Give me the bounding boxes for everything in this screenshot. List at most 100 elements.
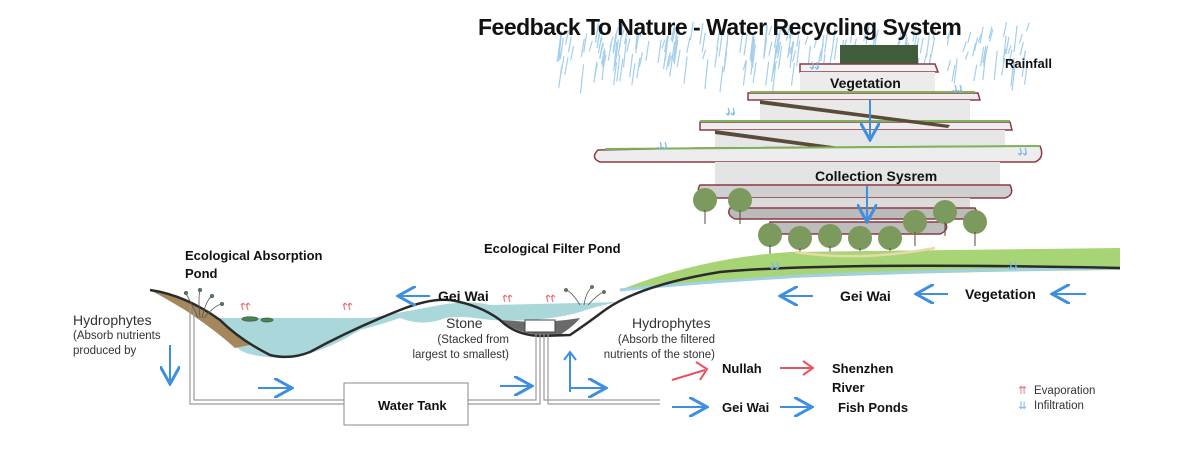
rain-streak: [772, 60, 777, 72]
rain-streak: [718, 32, 723, 57]
infiltration-mark: [809, 61, 815, 70]
rain-streak: [626, 38, 631, 52]
infiltration-mark: [952, 84, 958, 93]
rain-streak: [982, 45, 987, 64]
rain-streak: [789, 41, 795, 63]
rain-streak: [973, 64, 978, 82]
ground-profile: [149, 264, 1121, 359]
rain-streak: [796, 40, 801, 67]
rain-streak: [580, 38, 585, 57]
evaporation-mark: [245, 302, 251, 311]
rain-streak: [671, 27, 676, 43]
infiltration-marks: [657, 61, 1028, 270]
pipes: [189, 306, 660, 405]
infiltration-mark: [1012, 261, 1018, 270]
legend: ⇈ Evaporation ⇊ Infiltration: [1018, 383, 1095, 413]
rain-streak: [777, 46, 783, 70]
hydrophytes-right-title: Hydrophytes: [632, 315, 711, 331]
rain-streak: [636, 57, 641, 79]
tree: [788, 226, 812, 250]
rain-streak: [971, 43, 977, 57]
tree: [878, 226, 902, 250]
hydrophytes-right-note-line2: nutrients of the stone): [603, 349, 715, 361]
evaporation-mark: [240, 302, 246, 311]
infiltration-mark: [774, 261, 780, 270]
rain-streak: [600, 48, 606, 64]
gei-wai-pond-label: Gei Wai: [438, 288, 489, 304]
rain-streak: [638, 52, 644, 67]
filter-pond-water: [370, 302, 620, 323]
rain-streak: [872, 34, 877, 47]
evaporation-mark: [502, 294, 508, 303]
diagram-title: Feedback To Nature - Water Recycling Sys…: [478, 14, 962, 40]
rain-streak: [946, 59, 952, 72]
rain-streak: [567, 36, 572, 53]
rain-streak: [598, 37, 603, 48]
soil-bank: [150, 290, 250, 348]
rain-streak: [863, 27, 868, 42]
rain-streak: [824, 31, 829, 53]
rain-streak: [804, 35, 809, 45]
rain-streak: [711, 23, 716, 33]
infiltration-mark: [725, 107, 731, 116]
rain-streak: [962, 41, 967, 52]
shenzhen-river-label-line1: Shenzhen: [832, 361, 894, 376]
rain-streak: [865, 25, 870, 45]
rain-streak: [673, 35, 678, 65]
tree: [693, 188, 717, 212]
rain-streak: [773, 28, 779, 48]
rain-streak: [932, 27, 937, 39]
rain-streak: [661, 39, 666, 49]
rain-streak: [619, 58, 624, 82]
hydrophytes-left-title: Hydrophytes: [73, 312, 152, 328]
rain-streak: [973, 37, 979, 52]
rain-streak: [771, 65, 777, 94]
rain-streak: [622, 38, 628, 68]
gei-wai-right-label: Gei Wai: [840, 288, 891, 304]
rain-streak: [719, 65, 724, 92]
rain-streak: [624, 28, 629, 44]
rain-streak: [787, 32, 792, 55]
rain-streak: [774, 33, 780, 59]
rain-streak: [751, 39, 756, 65]
rain-streak: [662, 47, 668, 69]
rain-streak: [820, 35, 825, 62]
rainfall-streaks: [556, 21, 1030, 94]
rain-streak: [595, 24, 600, 38]
rain-streak: [716, 26, 721, 50]
rain-streak: [897, 36, 902, 46]
rain-streak: [913, 31, 918, 48]
trees: [693, 188, 987, 262]
rain-streak: [686, 37, 691, 54]
rain-streak: [951, 64, 956, 82]
tree: [903, 210, 927, 234]
infiltration-mark: [1007, 261, 1013, 270]
rain-streak: [993, 50, 998, 81]
rain-streak: [701, 32, 706, 53]
water-tank-label: Water Tank: [378, 398, 447, 413]
rain-streak: [559, 38, 564, 60]
stone-note-line1: (Stacked from: [437, 334, 509, 346]
rain-streak: [579, 64, 585, 94]
evaporation-mark: [545, 294, 551, 303]
rain-streak: [967, 31, 972, 44]
evaporation-mark: [342, 302, 348, 311]
rain-streak: [1002, 21, 1008, 38]
infiltration-mark: [657, 141, 663, 150]
rain-streak: [953, 58, 958, 85]
rain-streak: [670, 29, 675, 41]
stone-title: Stone: [446, 315, 483, 331]
rain-streak: [743, 34, 748, 56]
rain-streak: [831, 27, 836, 52]
rain-streak: [785, 24, 791, 41]
evaporation-mark: [550, 294, 556, 303]
rain-streak: [1021, 51, 1027, 64]
rain-streak: [683, 56, 688, 84]
rain-streak: [663, 35, 669, 53]
rain-streak: [979, 26, 984, 44]
rain-streak: [612, 62, 618, 86]
rain-streak: [583, 33, 588, 53]
rain-streak: [813, 36, 818, 49]
water-tank-box: [343, 382, 469, 426]
